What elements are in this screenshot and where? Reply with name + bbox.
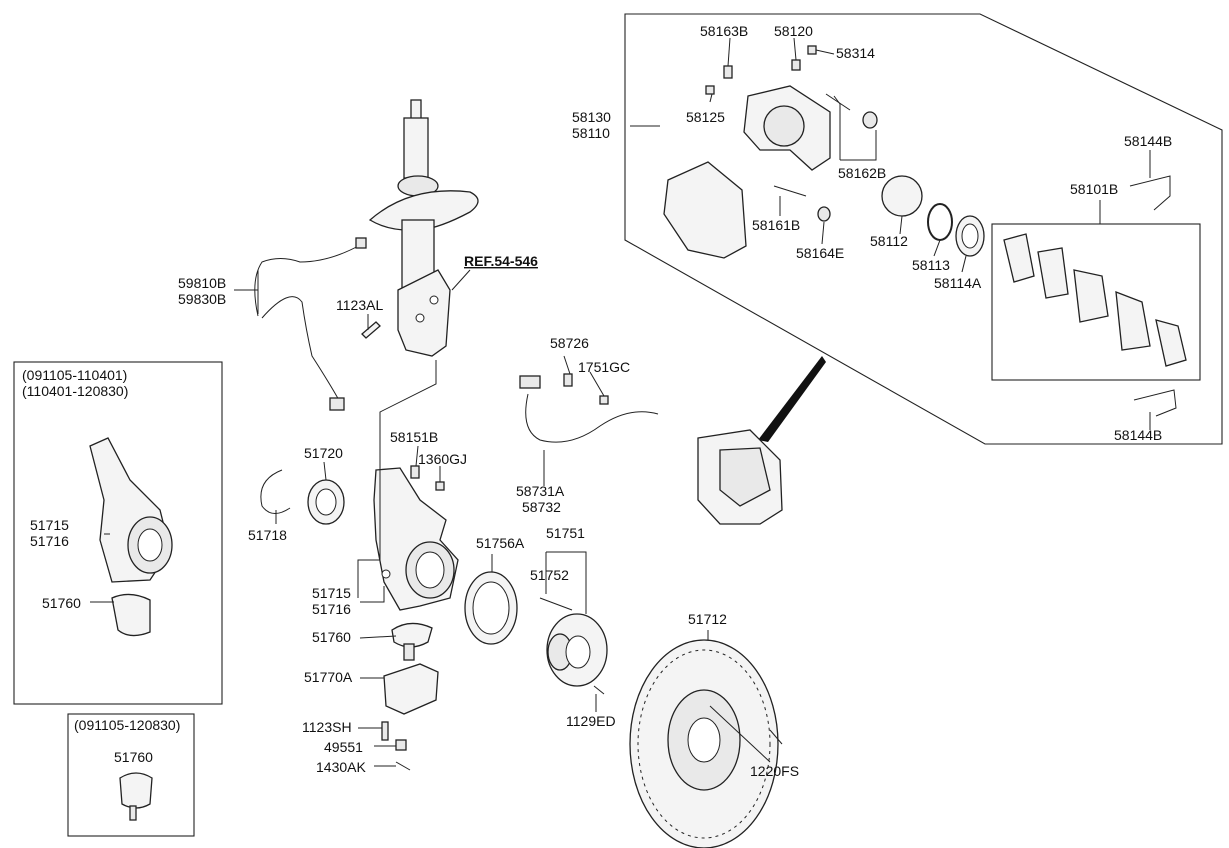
label-1430ak: 1430AK <box>316 759 366 775</box>
brake-pad-subframe <box>991 223 1201 381</box>
caliper-bracket-58110 <box>663 161 747 259</box>
brake-caliper-assembly <box>697 429 783 525</box>
bolt-58163b <box>723 65 733 79</box>
seal-58113 <box>927 203 953 241</box>
label-1220fs: 1220FS <box>750 763 799 779</box>
label-1123sh: 1123SH <box>302 719 352 735</box>
pad-clip-58144b-bottom <box>1133 389 1177 417</box>
bleeder-58120 <box>791 59 801 71</box>
label-58164e: 58164E <box>796 245 844 261</box>
label-51718: 51718 <box>248 527 287 543</box>
inset1-label-51715: 51715 <box>30 517 69 533</box>
abs-sensor-connector <box>355 237 367 249</box>
screw-1220fs <box>769 729 783 745</box>
label-58144b-top: 58144B <box>1124 133 1172 149</box>
inset1-range-label-2: (110401-120830) <box>22 383 128 399</box>
brake-disc-51712 <box>629 639 779 848</box>
label-59830b: 59830B <box>178 291 226 307</box>
inset1-label-51716: 51716 <box>30 533 69 549</box>
piston-58112 <box>881 175 923 217</box>
label-59810b: 59810B <box>178 275 226 291</box>
inset2-label-51760: 51760 <box>114 749 153 765</box>
label-58120: 58120 <box>774 23 813 39</box>
label-58113: 58113 <box>912 257 950 273</box>
label-51715: 51715 <box>312 585 351 601</box>
abs-sensor-wire-lower <box>261 296 341 403</box>
label-51751: 51751 <box>546 525 585 541</box>
label-58732: 58732 <box>522 499 561 515</box>
hose-bracket-58726 <box>519 375 541 389</box>
label-51716: 51716 <box>312 601 351 617</box>
label-58112: 58112 <box>870 233 908 249</box>
boot-58164e <box>817 206 831 222</box>
pin-1430ak <box>395 761 411 771</box>
leader-lines <box>90 37 1151 767</box>
pad-clip-58144b-top <box>1129 175 1171 211</box>
inset2-range-label: (091105-120830) <box>74 717 180 733</box>
brake-pads-58101b <box>1003 233 1187 367</box>
part-labels: 58163B 58120 58314 58130 58110 58125 581… <box>22 23 1172 779</box>
inset-balljoint-51760 <box>111 593 151 637</box>
inset-box-balljoint-variant <box>67 713 195 837</box>
hub-bolt-51752 <box>539 597 573 611</box>
callout-wedge <box>758 356 826 442</box>
bolt-1123al <box>361 321 381 339</box>
label-51770a: 51770A <box>304 669 353 685</box>
label-58110: 58110 <box>572 125 610 141</box>
label-ref-54-546: REF.54-546 <box>464 253 538 269</box>
label-58731a: 58731A <box>516 483 565 499</box>
boot-58162b <box>862 111 878 129</box>
inset1-range-label-1: (091105-110401) <box>22 367 127 383</box>
label-58114a: 58114A <box>934 275 982 291</box>
label-58726: 58726 <box>550 335 589 351</box>
label-58151b: 58151B <box>390 429 438 445</box>
label-58163b: 58163B <box>700 23 748 39</box>
snap-ring-51718 <box>260 469 291 514</box>
inset2-balljoint-51760 <box>119 772 153 809</box>
guide-pin-58161b <box>773 185 807 197</box>
inset-knuckle <box>89 437 173 583</box>
screw-1129ed <box>593 685 605 695</box>
bolt-1360gj <box>435 481 445 491</box>
wheel-hub-51751 <box>546 613 608 687</box>
label-58125: 58125 <box>686 109 725 125</box>
caliper-exploded-frame <box>624 13 1223 445</box>
abs-sensor-head <box>329 397 345 411</box>
label-1123al: 1123AL <box>336 297 383 313</box>
label-58162b: 58162B <box>838 165 886 181</box>
inset1-label-51760: 51760 <box>42 595 81 611</box>
washer-58125 <box>705 85 715 95</box>
bracket-51770a <box>383 663 439 715</box>
caliper-carrier-58130 <box>743 85 831 171</box>
label-58130: 58130 <box>572 109 611 125</box>
label-51720: 51720 <box>304 445 343 461</box>
label-1129ed: 1129ED <box>566 713 616 729</box>
bolt-58151b <box>410 465 420 479</box>
label-58144b-bottom: 58144B <box>1114 427 1162 443</box>
steering-knuckle <box>373 467 459 611</box>
label-1751gc: 1751GC <box>578 359 630 375</box>
label-51756a: 51756A <box>476 535 525 551</box>
inset-box-knuckle-variant <box>13 361 223 705</box>
bolt-1123sh <box>381 721 389 741</box>
nut-49551 <box>395 739 407 751</box>
label-58101b: 58101B <box>1070 181 1118 197</box>
label-1360gj: 1360GJ <box>418 451 467 467</box>
ball-joint-51760 <box>391 622 433 648</box>
abs-sensor-wire-upper <box>254 243 363 317</box>
label-58314: 58314 <box>836 45 875 61</box>
label-58161b: 58161B <box>752 217 800 233</box>
brake-hose-58731a <box>525 393 659 443</box>
label-51712: 51712 <box>688 611 727 627</box>
label-49551: 49551 <box>324 739 363 755</box>
strut-assembly <box>368 99 479 357</box>
cap-58314 <box>807 45 817 55</box>
label-51760: 51760 <box>312 629 351 645</box>
label-51752: 51752 <box>530 567 569 583</box>
